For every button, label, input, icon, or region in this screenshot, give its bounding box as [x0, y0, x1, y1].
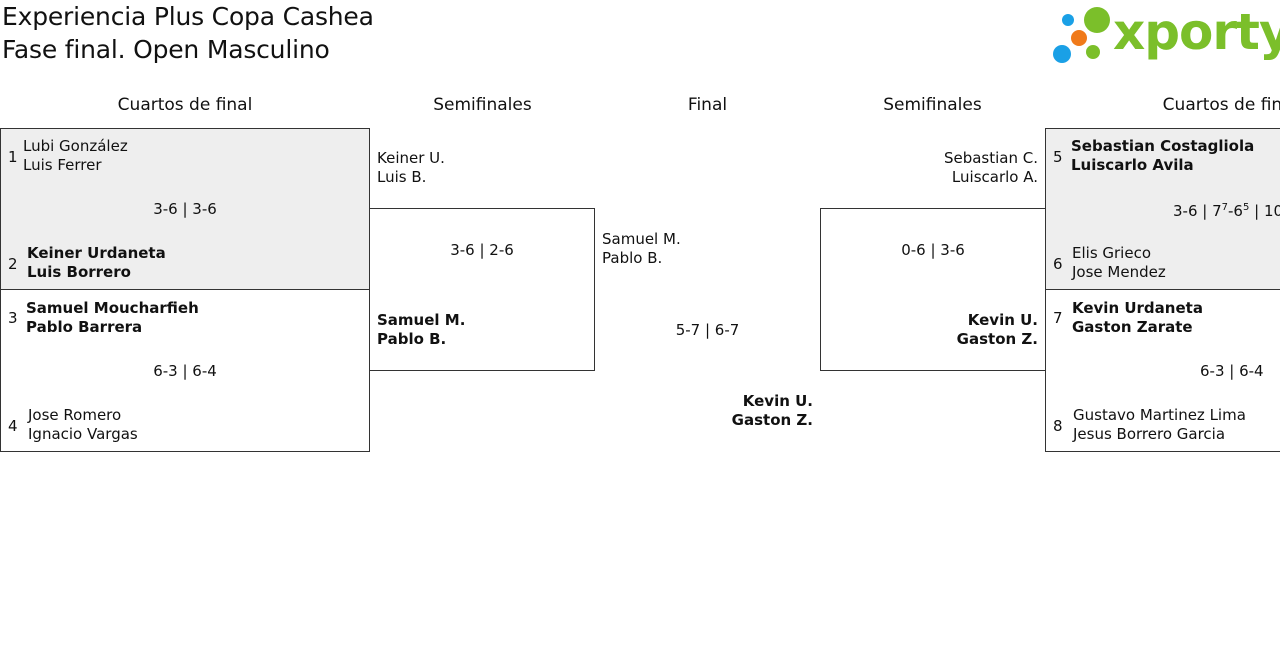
logo-dots-icon — [1053, 7, 1110, 63]
seed-number: 6 — [1053, 255, 1063, 273]
seed-number: 4 — [8, 417, 18, 435]
team-player: Luis B. — [377, 168, 427, 186]
match-score: 3-6 | 77-65 | 10-5 — [1173, 202, 1280, 220]
page-subtitle: Fase final. Open Masculino — [2, 35, 330, 64]
right-quarterfinals-viewport: 5 Sebastian Costagliola Luiscarlo Avila … — [1045, 128, 1280, 458]
winner-player: Luis Borrero — [27, 263, 131, 281]
winner-player: Gaston Z. — [956, 330, 1038, 348]
winner-player: Pablo Barrera — [26, 318, 143, 336]
team-player: Pablo B. — [602, 249, 663, 267]
winner-player: Samuel Moucharfieh — [26, 299, 199, 317]
xporty-logo: xporty — [1050, 3, 1280, 66]
match-score: 3-6 | 3-6 — [153, 200, 217, 218]
seed-number: 2 — [8, 255, 18, 273]
round-header-semifinals-left: Semifinales — [433, 95, 532, 115]
round-header-quarterfinals-left: Cuartos de final — [117, 95, 253, 115]
team-player: Samuel M. — [602, 230, 681, 248]
team-player: Gustavo Martinez Lima — [1073, 406, 1246, 424]
champion-player: Gaston Z. — [731, 411, 813, 429]
seed-number: 5 — [1053, 148, 1063, 166]
match-score: 3-6 | 2-6 — [450, 241, 514, 259]
seed-number: 1 — [8, 148, 18, 166]
quarterfinal-match-2: 3 Samuel Moucharfieh Pablo Barrera 6-3 |… — [0, 289, 370, 452]
quarterfinal-match-1: 1 Lubi González Luis Ferrer 3-6 | 3-6 2 … — [0, 128, 370, 290]
team-player: Lubi González — [23, 137, 128, 155]
team-player: Elis Grieco — [1072, 244, 1152, 262]
round-header-semifinals-right: Semifinales — [883, 95, 982, 115]
team-player: Luiscarlo A. — [951, 168, 1038, 186]
seed-number: 8 — [1053, 417, 1063, 435]
quarterfinal-match-3: 5 Sebastian Costagliola Luiscarlo Avila … — [1045, 128, 1280, 290]
winner-player: Keiner Urdaneta — [27, 244, 166, 262]
round-header-final: Final — [687, 95, 728, 115]
winner-player: Gaston Zarate — [1072, 318, 1193, 336]
winner-player: Luiscarlo Avila — [1071, 156, 1194, 174]
team-player: Luis Ferrer — [23, 156, 102, 174]
champion-player: Kevin U. — [742, 392, 813, 410]
quarterfinal-match-4: 7 Kevin Urdaneta Gaston Zarate 6-3 | 6-4… — [1045, 289, 1280, 452]
round-header-quarterfinals-right: Cuartos de final — [1162, 95, 1280, 115]
team-player: Jose Romero — [28, 406, 122, 424]
page-title: Experiencia Plus Copa Cashea — [2, 2, 374, 31]
winner-player: Kevin U. — [967, 311, 1038, 329]
seed-number: 3 — [8, 309, 18, 327]
team-player: Sebastian C. — [943, 149, 1038, 167]
winner-player: Samuel M. — [377, 311, 466, 329]
match-score: 6-3 | 6-4 — [153, 362, 217, 380]
seed-number: 7 — [1053, 309, 1063, 327]
match-score: 0-6 | 3-6 — [901, 241, 965, 259]
team-player: Keiner U. — [377, 149, 445, 167]
final-score: 5-7 | 6-7 — [675, 321, 740, 339]
match-score: 6-3 | 6-4 — [1200, 362, 1264, 380]
semifinal-right-bracket: 0-6 | 3-6 Kevin U. Gaston Z. — [820, 208, 1046, 371]
logo-text: xporty — [1113, 3, 1280, 61]
winner-player: Kevin Urdaneta — [1072, 299, 1203, 317]
team-player: Jesus Borrero Garcia — [1073, 425, 1226, 443]
semifinal-left-bracket: 3-6 | 2-6 Samuel M. Pablo B. — [369, 208, 595, 371]
winner-player: Pablo B. — [377, 330, 447, 348]
team-player: Ignacio Vargas — [28, 425, 138, 443]
team-player: Jose Mendez — [1072, 263, 1166, 281]
winner-player: Sebastian Costagliola — [1071, 137, 1255, 155]
